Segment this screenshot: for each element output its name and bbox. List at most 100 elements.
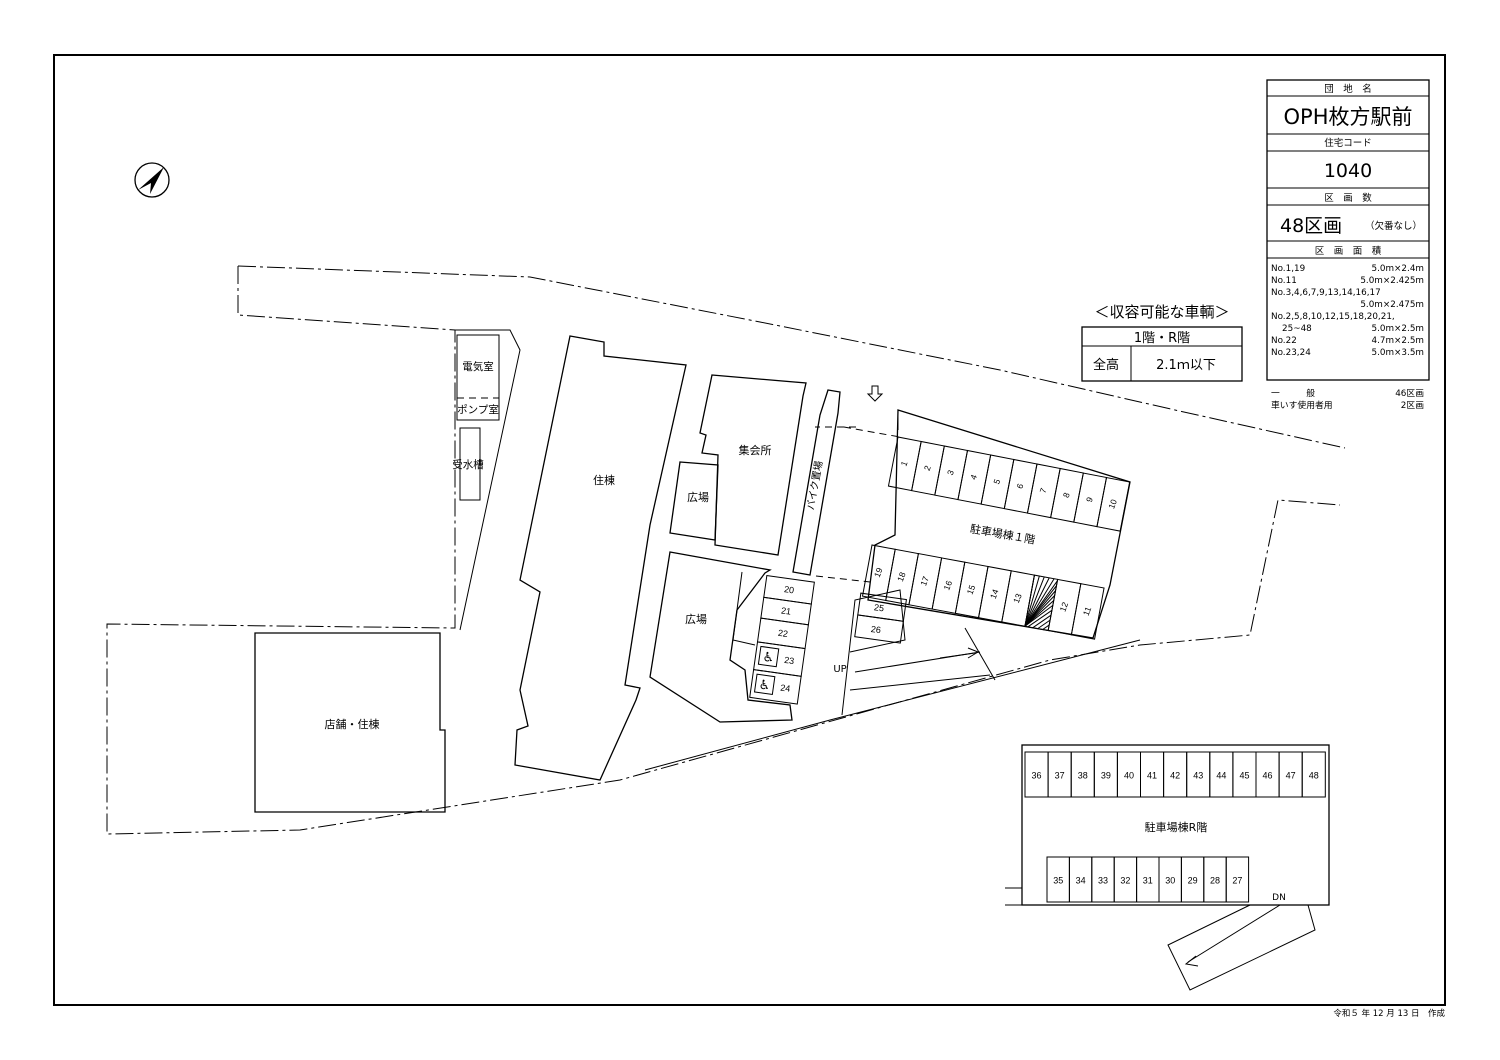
entry-arrow-icon: [866, 385, 884, 402]
parking-space-number: 29: [1188, 876, 1198, 886]
area-row-numbers: No.23,24: [1271, 348, 1311, 358]
bike-parking: [792, 389, 841, 576]
parking-space-number: 20: [783, 584, 794, 595]
parking-space: [1024, 574, 1059, 632]
parking-space-number: 9: [1084, 495, 1095, 503]
parking-space: 43: [1186, 751, 1211, 798]
parking-space-number: 18: [895, 570, 908, 583]
vehicle-capacity-box: [1081, 326, 1243, 382]
ramp-1f: [841, 589, 996, 716]
parking-1f-label: 駐車場棟１階: [969, 521, 1036, 546]
parking-space-number: 42: [1170, 771, 1180, 781]
parking-1f-building: [867, 409, 1131, 639]
parking-space-number: 43: [1193, 771, 1203, 781]
parking-space: 4: [957, 449, 992, 505]
parking-space-number: 25: [873, 602, 884, 613]
parking-space-number: 19: [872, 566, 885, 579]
parking-space: 32: [1113, 856, 1138, 903]
parking-space: 1: [887, 436, 922, 492]
parking-space: 10: [1096, 476, 1131, 532]
parking-space-number: 41: [1147, 771, 1157, 781]
area-row-size: 5.0m×2.475m: [1360, 300, 1424, 310]
water-tank-label: 受水槽: [452, 459, 484, 471]
parking-space: 18: [885, 548, 919, 606]
parking-space-number: 5: [991, 477, 1002, 485]
area-row-size: 5.0m×2.425m: [1360, 276, 1424, 286]
parking-space-number: 1: [899, 459, 910, 467]
area-row-numbers: No.11: [1271, 276, 1297, 286]
parking-space-number: 48: [1309, 771, 1319, 781]
parking-space-number: 14: [988, 588, 1001, 601]
plaza-upper: [669, 461, 719, 541]
up-label: UP: [833, 664, 846, 675]
parking-space: 21: [760, 596, 812, 626]
parking-space: 7: [1026, 463, 1061, 519]
parking-space: 11: [1070, 583, 1105, 640]
parking-space: 29: [1180, 856, 1205, 903]
area-row-size: 5.0m×3.5m: [1372, 348, 1425, 358]
parking-space-number: 34: [1076, 876, 1086, 886]
parking-space: 36: [1024, 751, 1049, 798]
electric-room: [456, 334, 500, 421]
residence-label: 住棟: [593, 473, 615, 487]
parking-space: ♿23: [753, 641, 806, 677]
site-boundary: [237, 265, 1346, 449]
wheelchair-icon: ♿: [757, 645, 780, 668]
vehicle-box-title: ＜収容可能な車輌＞: [1094, 303, 1229, 321]
ramp-rf: [1167, 904, 1316, 991]
area-row-numbers: No.1,19: [1271, 264, 1305, 274]
parking-space: 12: [1047, 578, 1082, 636]
north-arrow-icon: [134, 162, 170, 198]
parking-space-number: 24: [780, 683, 791, 694]
creation-date: 令和５ 年 12 月 13 日 作成: [1333, 1008, 1445, 1019]
shop-residence-label: 店舗・住棟: [325, 717, 380, 731]
parking-space-number: 30: [1165, 876, 1175, 886]
count-label: 区 画 数: [1324, 192, 1372, 204]
parking-space: 16: [931, 557, 966, 614]
summary-value: 46区画: [1395, 388, 1424, 399]
dn-label: DN: [1272, 893, 1286, 903]
parking-space: 33: [1091, 856, 1115, 903]
parking-space: ♿ 24: [749, 669, 802, 705]
title-block: [1266, 79, 1430, 381]
parking-space: 22: [756, 617, 809, 650]
svg-text:♿: ♿: [758, 678, 772, 694]
parking-space-number: 28: [1210, 876, 1220, 886]
parking-space-number: 26: [870, 624, 881, 635]
summary-label: 車いす使用者用: [1271, 399, 1333, 411]
parking-space: 26: [854, 614, 904, 644]
parking-space: 6: [1003, 458, 1038, 514]
plaza-lower: [649, 551, 793, 723]
parking-space: 38: [1070, 751, 1095, 798]
parking-space: 14: [977, 565, 1012, 623]
parking-space-number: 46: [1263, 771, 1273, 781]
summary-value: 2区画: [1401, 400, 1424, 411]
parking-space-number: 22: [777, 628, 788, 639]
parking-space: 48: [1301, 751, 1326, 798]
parking-space-number: 39: [1101, 771, 1111, 781]
parking-space: 46: [1255, 751, 1280, 798]
shop-residence-building: [254, 632, 446, 813]
parking-space-number: 4: [968, 473, 979, 481]
parking-rf-label: 駐車場棟R階: [1145, 820, 1208, 834]
parking-space-number: 27: [1232, 876, 1242, 886]
parking-space-number: 16: [941, 579, 954, 592]
residence-building: [514, 335, 687, 781]
parking-space-number: 40: [1124, 771, 1134, 781]
parking-space: 2: [911, 440, 945, 496]
area-label: 区 画 面 積: [1315, 245, 1382, 257]
parking-space: 47: [1278, 751, 1303, 798]
parking-space-number: 17: [918, 575, 931, 588]
code-value: 1040: [1324, 160, 1372, 182]
vehicle-box-floors: 1階・R階: [1134, 331, 1190, 346]
area-row-size: 5.0m×2.5m: [1372, 324, 1425, 334]
parking-space: 45: [1232, 751, 1257, 798]
parking-space: 35: [1046, 856, 1070, 903]
svg-text:♿: ♿: [762, 650, 776, 666]
plaza-upper-label: 広場: [687, 491, 709, 504]
parking-space: 3: [934, 445, 969, 501]
count-note: （欠番なし）: [1365, 220, 1422, 232]
